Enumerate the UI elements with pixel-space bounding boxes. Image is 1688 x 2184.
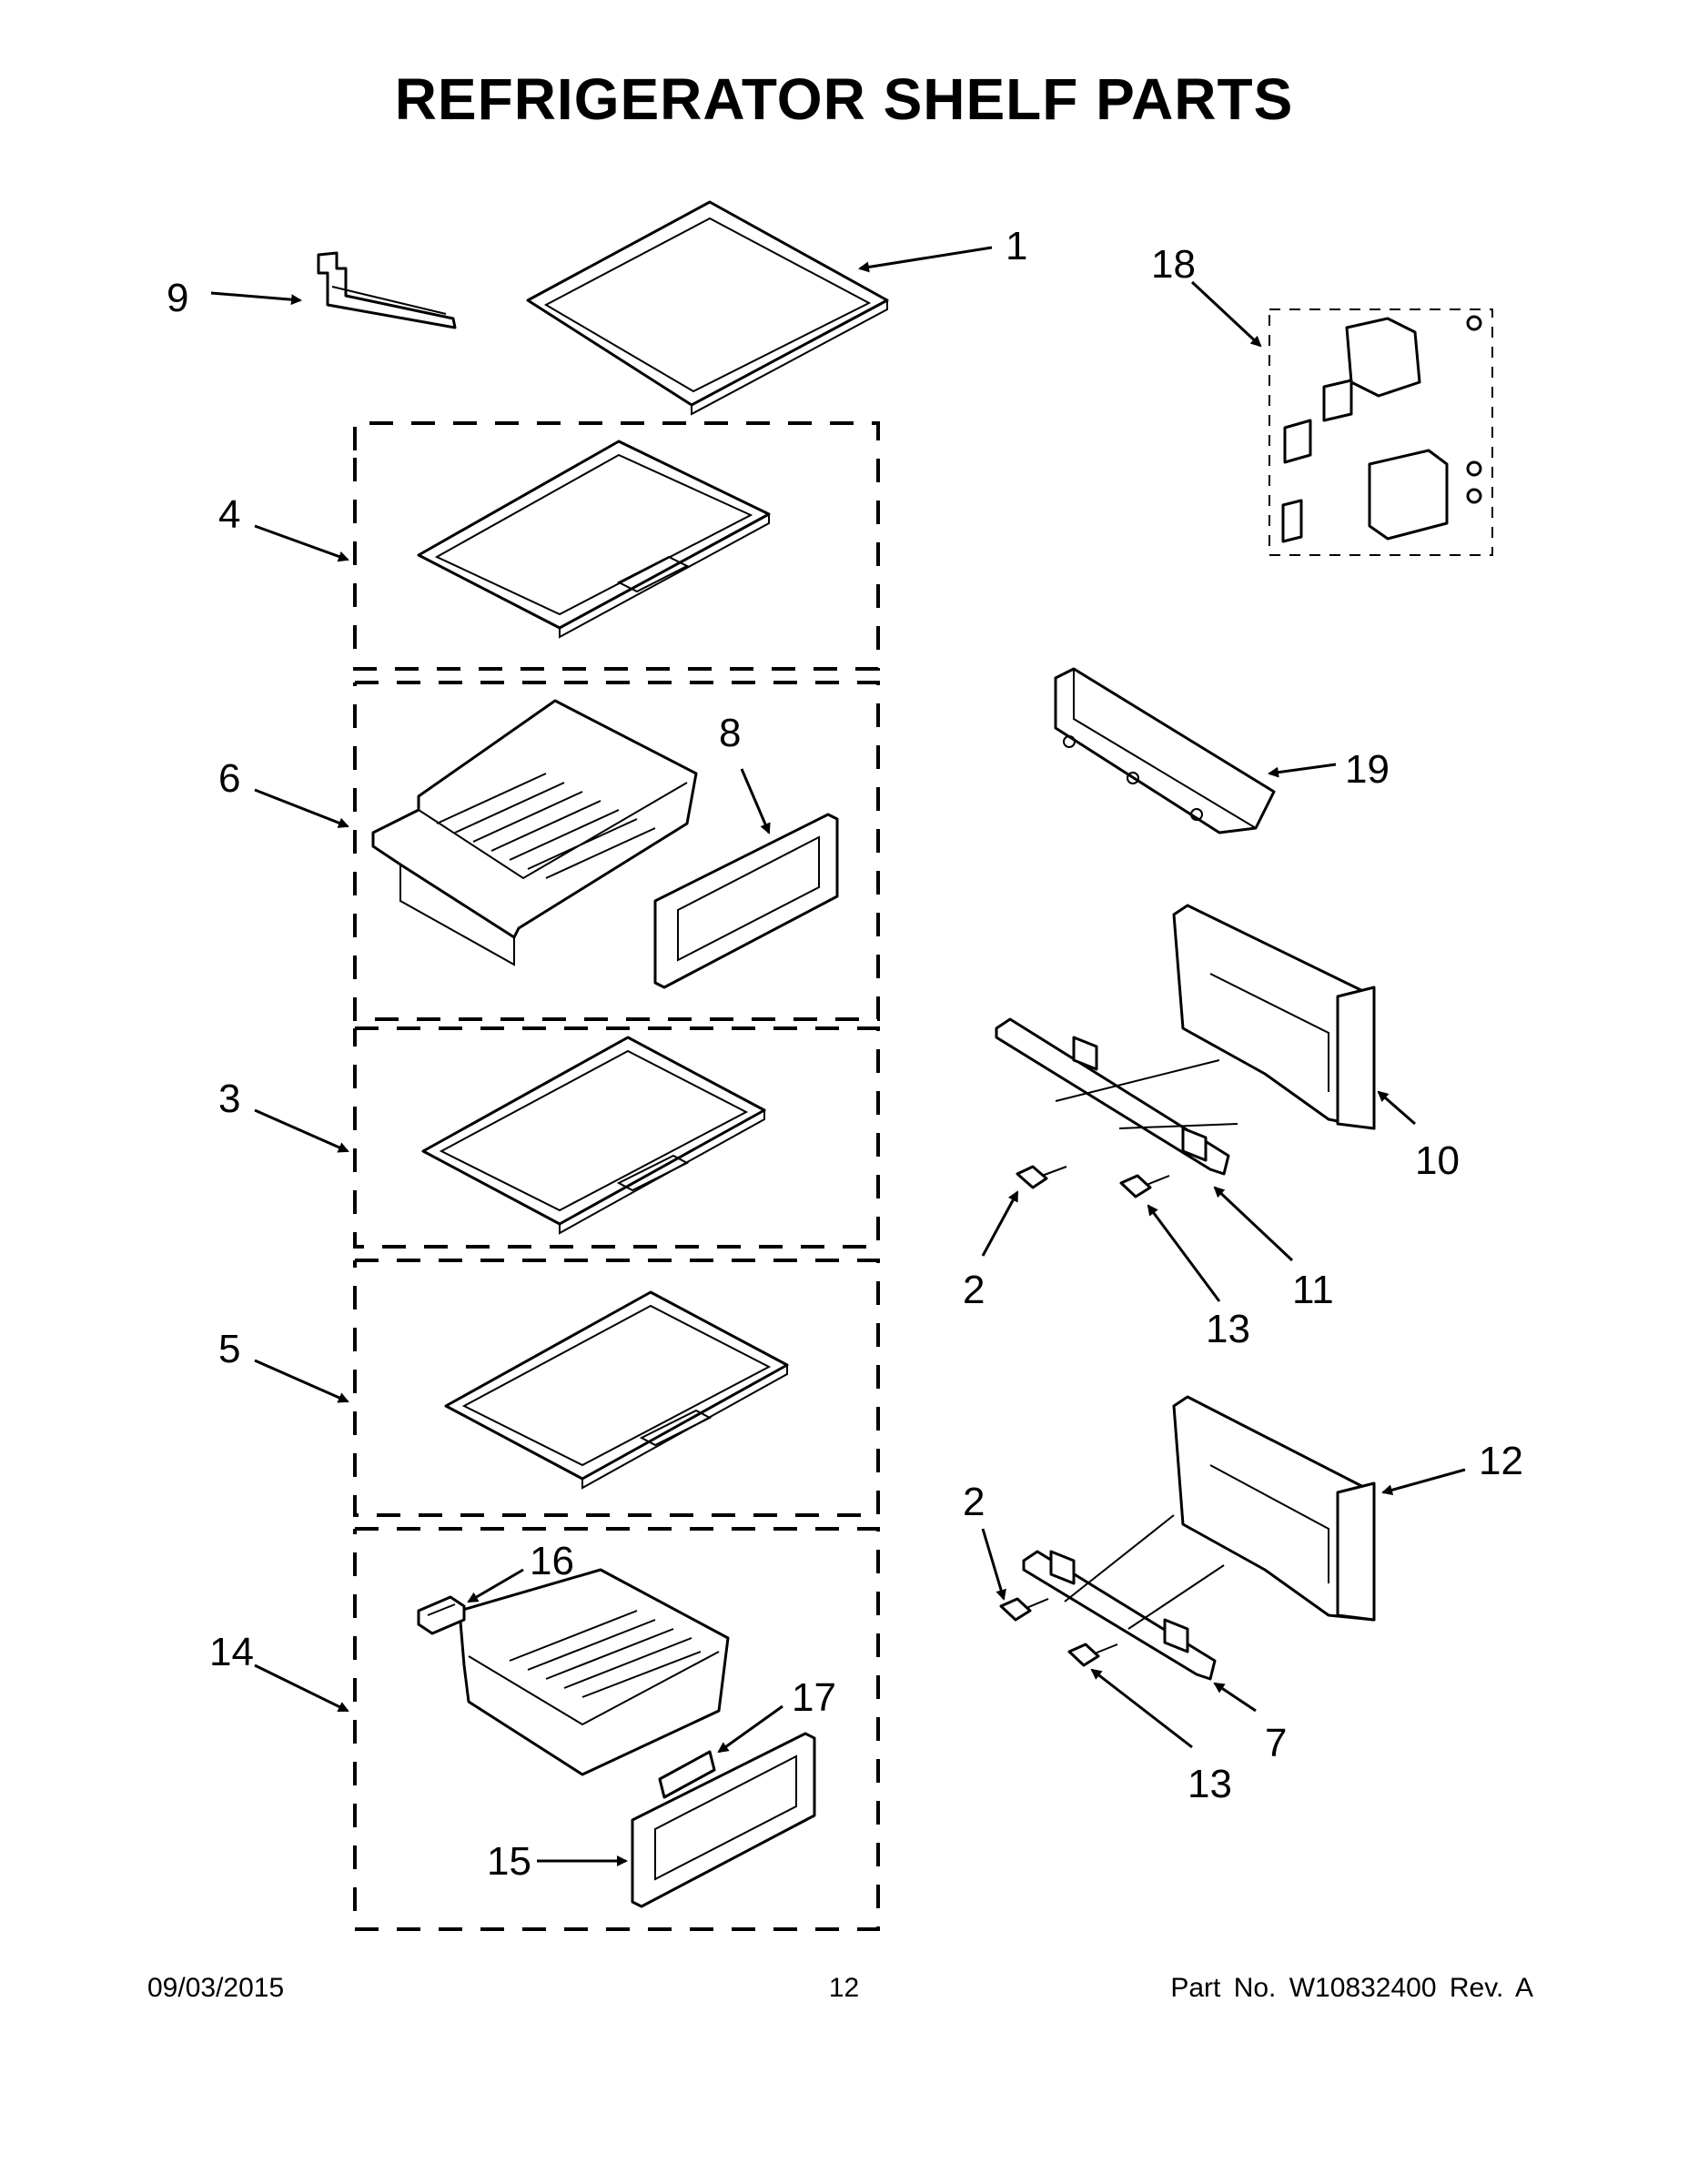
part-8-drawer-front bbox=[653, 813, 839, 989]
callout-2-lower: 2 bbox=[963, 1480, 985, 1524]
callout-16: 16 bbox=[530, 1539, 574, 1583]
callout-15: 15 bbox=[487, 1839, 531, 1884]
part-18-kit bbox=[1269, 308, 1493, 556]
callout-13-upper: 13 bbox=[1206, 1307, 1250, 1351]
part-2-screw-lower bbox=[999, 1597, 1049, 1622]
callout-1: 1 bbox=[1006, 224, 1027, 268]
callout-19: 19 bbox=[1345, 747, 1390, 792]
callout-3: 3 bbox=[218, 1077, 240, 1121]
page-title: REFRIGERATOR SHELF PARTS bbox=[394, 66, 1294, 132]
part-6-crisper-drawer bbox=[371, 699, 698, 966]
callout-14: 14 bbox=[209, 1630, 254, 1674]
part-2-screw-upper bbox=[1016, 1165, 1067, 1189]
part-13-screw-lower bbox=[1067, 1643, 1118, 1667]
group-box-6-8 bbox=[353, 681, 880, 1021]
footer-date: 09/03/2015 bbox=[147, 1973, 285, 2003]
part-10-side-panel bbox=[1172, 904, 1376, 1130]
part-11-rail bbox=[995, 1017, 1238, 1176]
callout-2-upper: 2 bbox=[963, 1268, 985, 1312]
part-14-drawer bbox=[458, 1568, 730, 1776]
part-3-shelf bbox=[421, 1036, 766, 1235]
part-9-bracket bbox=[317, 251, 457, 329]
part-5-shelf bbox=[444, 1290, 789, 1490]
part-19-channel bbox=[1054, 667, 1276, 834]
callout-11: 11 bbox=[1292, 1268, 1334, 1312]
part-15-drawer-front bbox=[631, 1732, 816, 1908]
callout-4: 4 bbox=[218, 492, 240, 537]
part-16-clip bbox=[417, 1595, 466, 1635]
callout-9: 9 bbox=[167, 276, 188, 320]
part-4-shelf bbox=[417, 440, 771, 639]
footer-page-number: 12 bbox=[828, 1973, 860, 2003]
part-1-glass-shelf bbox=[526, 200, 889, 416]
group-box-14 bbox=[353, 1527, 880, 1931]
leader-arrows bbox=[210, 246, 1466, 1866]
group-box-5 bbox=[353, 1259, 880, 1517]
callout-8: 8 bbox=[719, 711, 741, 755]
callout-17: 17 bbox=[792, 1675, 836, 1720]
callout-10: 10 bbox=[1415, 1138, 1460, 1183]
callout-6: 6 bbox=[218, 756, 240, 801]
callout-7: 7 bbox=[1265, 1721, 1287, 1765]
part-13-screw-upper bbox=[1119, 1174, 1170, 1198]
callout-5: 5 bbox=[218, 1327, 240, 1371]
footer-part-number: Part No. W10832400 Rev. A bbox=[1170, 1973, 1533, 2003]
part-17-insert bbox=[658, 1750, 716, 1799]
part-7-rail bbox=[1022, 1514, 1225, 1681]
group-box-4 bbox=[353, 421, 880, 671]
callout-12: 12 bbox=[1479, 1439, 1523, 1483]
callout-13-lower: 13 bbox=[1188, 1762, 1232, 1806]
part-12-side-panel bbox=[1172, 1395, 1376, 1622]
group-box-3 bbox=[353, 1026, 880, 1249]
callout-18: 18 bbox=[1151, 242, 1196, 287]
